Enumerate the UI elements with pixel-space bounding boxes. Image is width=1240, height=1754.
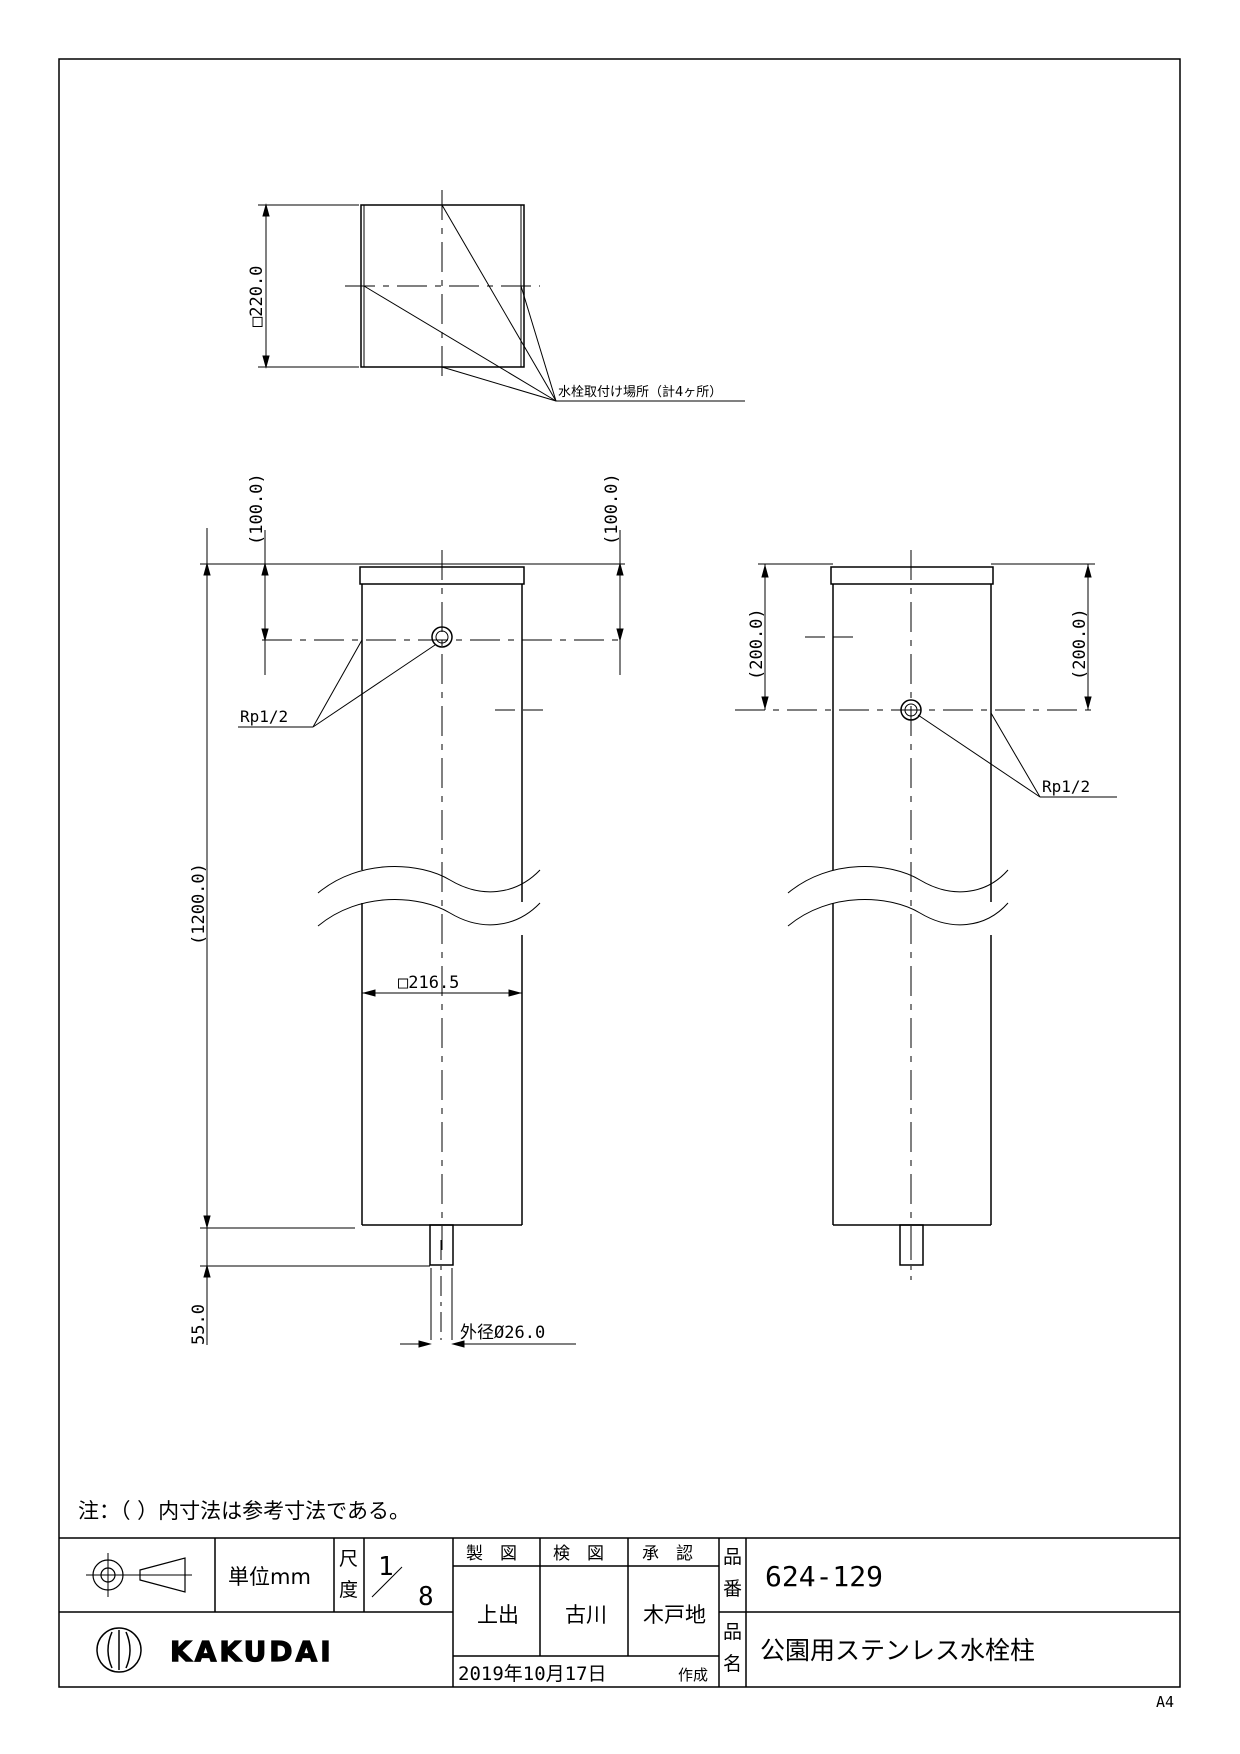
drawing-date-suffix: 作成 — [678, 1666, 708, 1684]
side-dim-left: (200.0) — [747, 608, 767, 680]
name-approved: 木戸地 — [643, 1603, 706, 1627]
front-dim-top-left: (100.0) — [247, 473, 267, 545]
side-view — [735, 550, 1117, 1280]
title-block — [59, 1537, 1180, 1687]
front-dim-height: (1200.0) — [189, 863, 209, 945]
part-name-label-1: 品 — [723, 1621, 742, 1643]
front-dim-pipe: 55.0 — [189, 1304, 209, 1345]
scale-label-1: 尺 — [339, 1548, 358, 1570]
scale-numerator: 1 — [378, 1552, 394, 1582]
part-no-label-2: 番 — [723, 1578, 742, 1600]
sheet-border — [58, 58, 1181, 1688]
front-thread-label: Rp1/2 — [240, 707, 288, 726]
header-drafted: 製 図 — [466, 1544, 517, 1564]
name-checked: 古川 — [565, 1603, 607, 1627]
top-view-callout: 水栓取付け場所（計4ヶ所） — [558, 384, 722, 400]
kakudai-logo-icon — [96, 1627, 142, 1673]
part-no-label-1: 品 — [723, 1546, 742, 1568]
header-checked: 検 図 — [553, 1544, 604, 1564]
part-name: 公園用ステンレス水栓柱 — [760, 1636, 1035, 1665]
top-view — [258, 190, 745, 402]
sheet-size: A4 — [1156, 1693, 1174, 1711]
top-view-dim-square: □220.0 — [247, 266, 267, 327]
part-name-label-2: 名 — [723, 1653, 742, 1675]
side-thread-label: Rp1/2 — [1042, 777, 1090, 796]
drawing-note: 注：（ ）内寸法は参考寸法である。 — [78, 1499, 410, 1523]
side-dim-right: (200.0) — [1070, 608, 1090, 680]
front-view — [200, 528, 625, 1348]
name-drafted: 上出 — [477, 1603, 519, 1627]
part-number: 624-129 — [765, 1560, 883, 1593]
unit-label: 単位mm — [228, 1565, 311, 1589]
scale-denominator: 8 — [418, 1582, 434, 1612]
front-dim-top-right: (100.0) — [602, 473, 622, 545]
drawing-date: 2019年10月17日 — [458, 1663, 607, 1685]
brand-name: KAKUDAI — [170, 1635, 334, 1668]
header-approved: 承 認 — [642, 1544, 693, 1564]
front-dim-width: □216.5 — [398, 973, 459, 993]
front-dim-outer-diameter: 外径Ø26.0 — [460, 1323, 545, 1343]
scale-label-2: 度 — [339, 1579, 358, 1601]
